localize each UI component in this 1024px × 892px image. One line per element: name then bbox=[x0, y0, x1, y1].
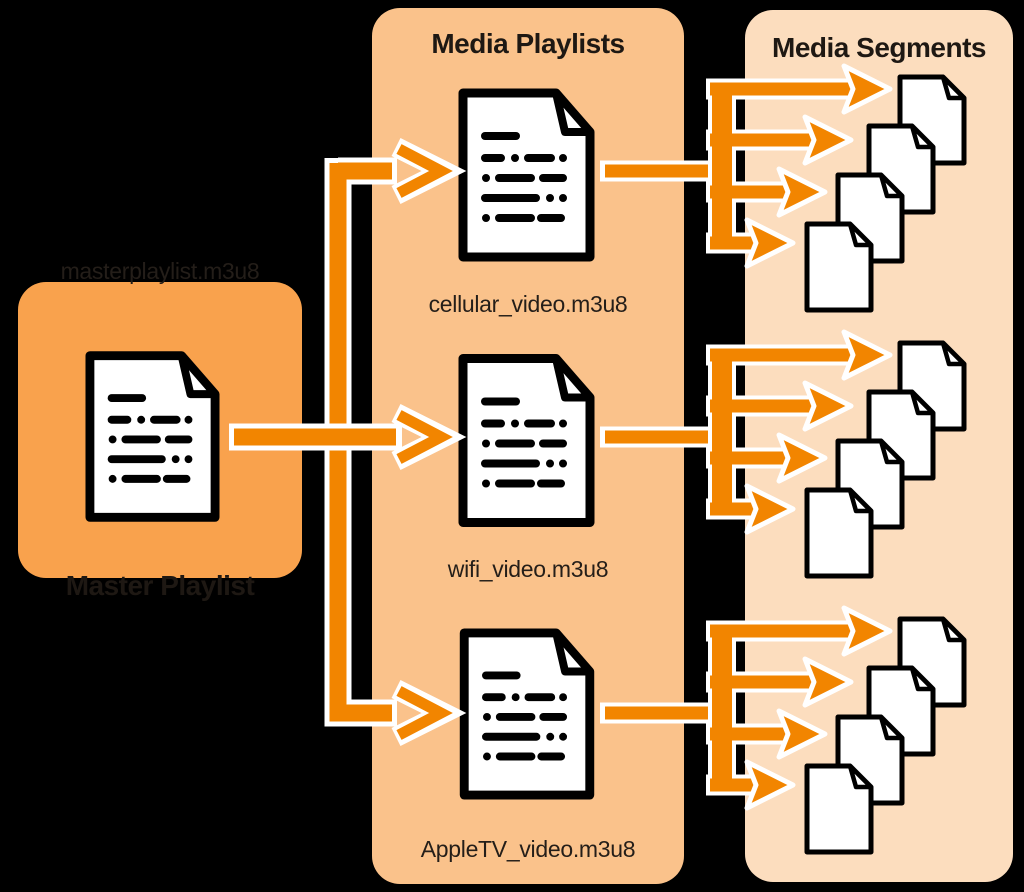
master-playlist-panel: Master Playlist masterplaylist.m3u8 bbox=[18, 258, 302, 601]
media-segments-title: Media Segments bbox=[772, 32, 986, 63]
segment-doc bbox=[804, 763, 874, 855]
document-icon bbox=[458, 88, 595, 262]
wifi-playlist-label: wifi_video.m3u8 bbox=[447, 556, 609, 582]
document-icon bbox=[458, 354, 595, 527]
document-text-lines bbox=[481, 397, 568, 488]
master-playlist-file-label: masterplaylist.m3u8 bbox=[60, 258, 260, 284]
cellular-playlist-doc-icon bbox=[458, 88, 595, 262]
document-text-lines bbox=[482, 671, 568, 761]
segment-doc bbox=[804, 221, 874, 313]
segment-doc bbox=[804, 487, 874, 579]
segment-doc-icon bbox=[804, 487, 874, 579]
segment-doc-icon bbox=[804, 221, 874, 313]
cellular-playlist-label: cellular_video.m3u8 bbox=[428, 291, 628, 317]
document-text-lines bbox=[107, 394, 193, 483]
document-icon bbox=[459, 628, 595, 800]
segment-doc-icon bbox=[804, 763, 874, 855]
appletv-playlist-doc-icon bbox=[459, 628, 595, 800]
document-text-lines bbox=[481, 132, 568, 222]
wifi-playlist-doc-icon bbox=[458, 353, 595, 528]
media-playlists-title: Media Playlists bbox=[431, 28, 625, 59]
appletv-playlist-label: AppleTV_video.m3u8 bbox=[420, 836, 636, 862]
master-playlist-title: Master Playlist bbox=[65, 570, 255, 601]
master-playlist-doc-icon bbox=[85, 350, 220, 523]
document-icon bbox=[85, 351, 220, 522]
media-playlists-panel: Media Playlists cellular_video.m3u8 wifi… bbox=[372, 8, 684, 884]
